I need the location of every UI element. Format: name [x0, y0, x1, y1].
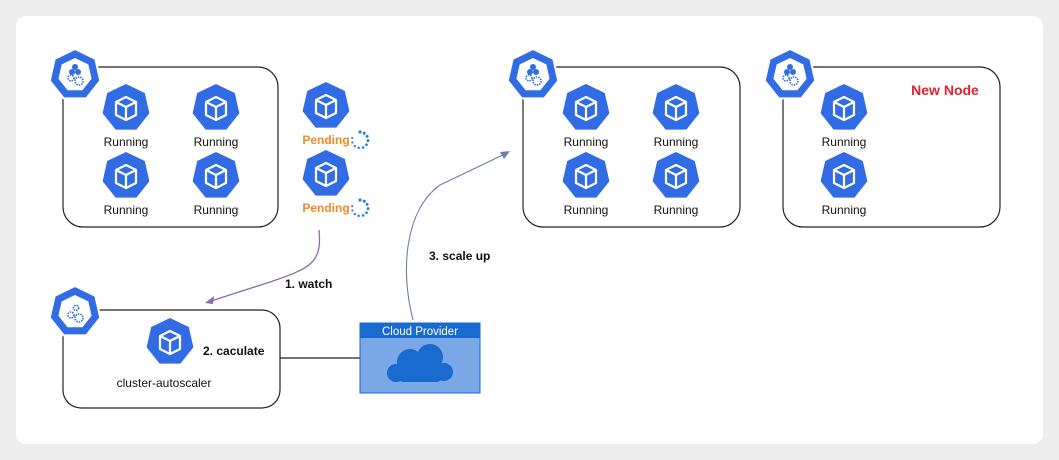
- pod: [146, 318, 194, 364]
- cloud-provider: Cloud Provider: [359, 322, 481, 394]
- gears-icon: [782, 64, 799, 86]
- pod: Running: [820, 84, 868, 149]
- autoscaler-label: cluster-autoscaler: [117, 376, 212, 390]
- cloud-provider-header: [360, 323, 480, 338]
- spinner-icon: [351, 198, 370, 218]
- pod-status: Running: [194, 135, 239, 149]
- gears-icon: [525, 64, 542, 86]
- pod: Running: [652, 152, 700, 217]
- pod-status: Running: [822, 135, 867, 149]
- scale-up-arrowhead: [500, 151, 510, 159]
- cube-icon: [574, 163, 598, 190]
- pod-status: Running: [194, 203, 239, 217]
- cube-icon: [574, 95, 598, 122]
- scale-up-label: 3. scale up: [429, 249, 490, 263]
- pod-status: Running: [654, 203, 699, 217]
- cube-icon: [204, 95, 228, 122]
- pod: Running: [102, 152, 150, 217]
- watch-arrowhead: [205, 296, 214, 304]
- pending-status: Pending: [302, 133, 349, 147]
- cube-icon: [158, 329, 182, 356]
- node-box-right: [522, 66, 741, 228]
- cube-icon: [314, 161, 338, 188]
- cube-icon: [664, 95, 688, 122]
- pod-status: Running: [564, 135, 609, 149]
- cube-icon: [204, 163, 228, 190]
- cube-icon: [832, 163, 856, 190]
- pod-status: Running: [822, 203, 867, 217]
- pod: Running: [192, 84, 240, 149]
- node-icon: [763, 47, 817, 100]
- cube-icon: [114, 95, 138, 122]
- node-icon: [48, 47, 102, 100]
- cube-icon: [314, 93, 338, 120]
- pod: Running: [192, 152, 240, 217]
- cube-icon: [114, 163, 138, 190]
- node-box-left: [62, 66, 279, 228]
- caculate-label: 2. caculate: [203, 344, 265, 358]
- node-icon: [506, 47, 560, 100]
- cube-icon: [664, 163, 688, 190]
- pod: Pending: [302, 150, 350, 215]
- pod-status: Running: [564, 203, 609, 217]
- pod: Running: [820, 152, 868, 217]
- pod: Running: [102, 84, 150, 149]
- watch-arrow: [207, 229, 321, 303]
- pod-status: Running: [104, 135, 149, 149]
- pod: Running: [562, 84, 610, 149]
- pod: Running: [562, 152, 610, 217]
- gears-icon: [67, 304, 84, 323]
- cube-icon: [832, 95, 856, 122]
- pod-status: Running: [104, 203, 149, 217]
- gears-icon: [67, 64, 84, 86]
- spinner-icon: [351, 130, 370, 150]
- watch-label: 1. watch: [285, 277, 332, 291]
- cloud-provider-title: Cloud Provider: [382, 326, 458, 338]
- pending-status: Pending: [302, 201, 349, 215]
- scale-up-arrow: [405, 152, 508, 321]
- pod: Running: [652, 84, 700, 149]
- cloud-icon: [387, 344, 453, 382]
- node-icon: [48, 284, 102, 337]
- pod: Pending: [302, 82, 350, 147]
- pod-status: Running: [654, 135, 699, 149]
- new-node-title: New Node: [911, 82, 979, 98]
